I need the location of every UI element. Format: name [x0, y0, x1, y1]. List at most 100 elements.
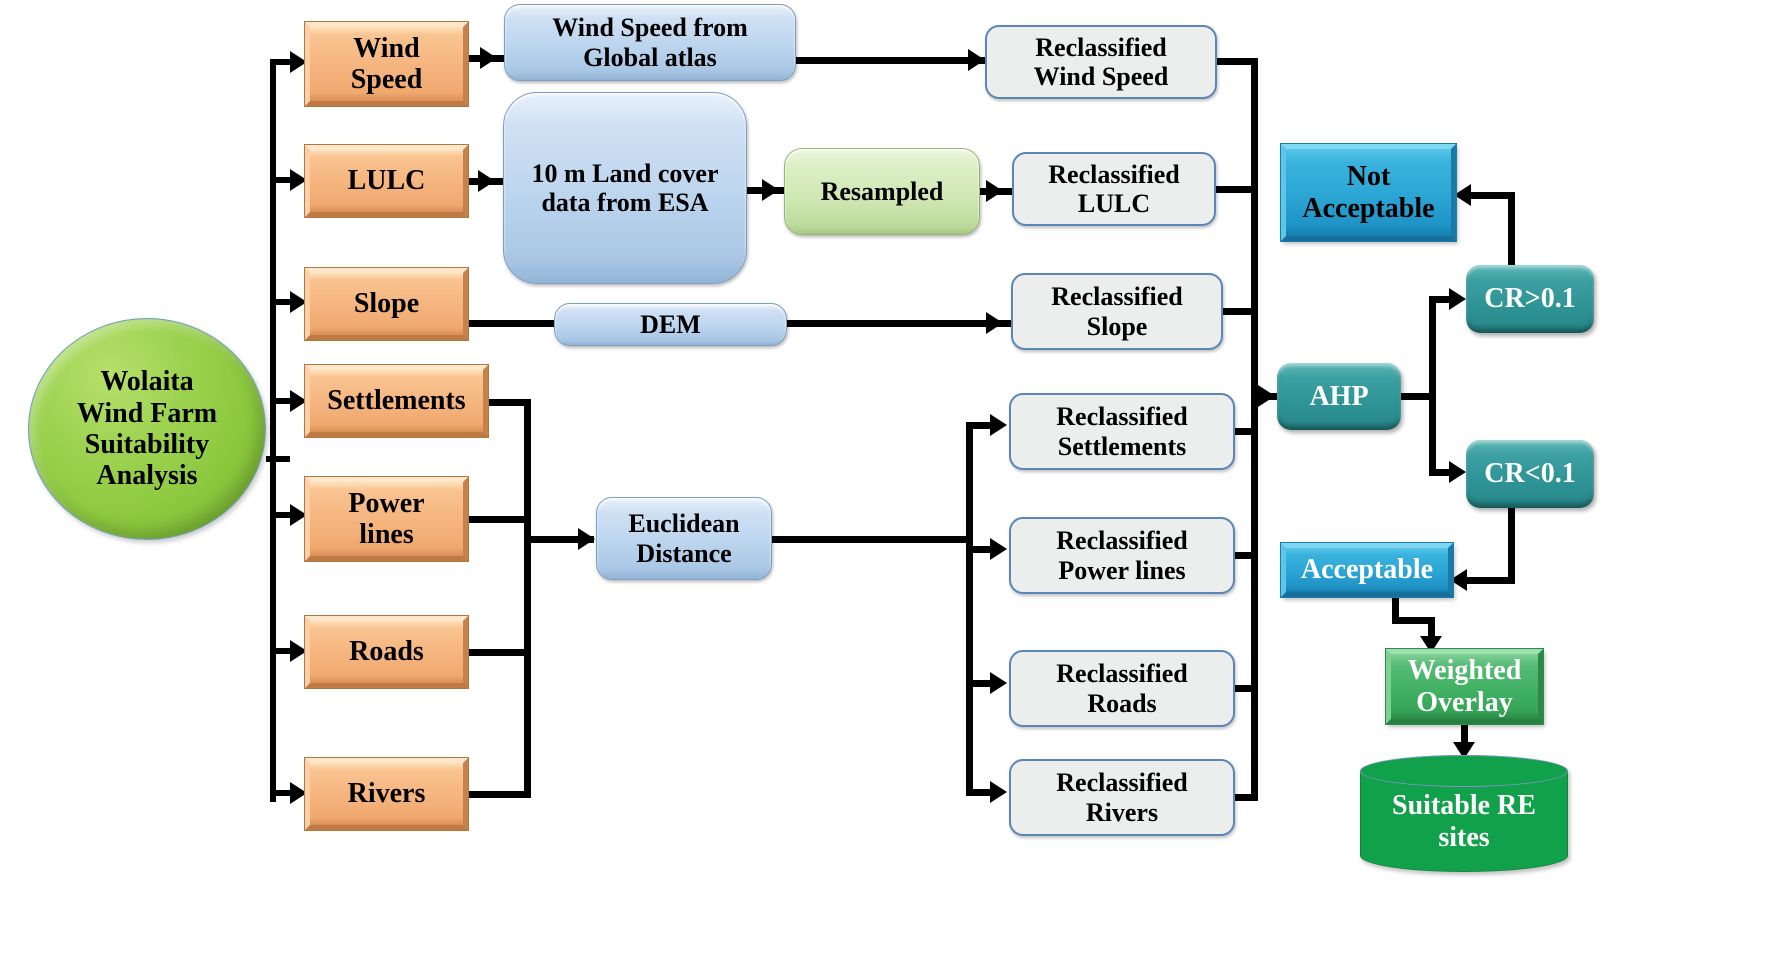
- connector-dist-to-reclassified-settlements: [966, 422, 996, 429]
- reclassified-node-wind-speed[interactable]: Reclassified Wind Speed: [985, 25, 1217, 99]
- connector-reclass-rivers-stub: [1235, 794, 1257, 801]
- process-label-resampled: Resampled: [820, 176, 944, 206]
- reclassified-node-rivers[interactable]: Reclassified Rivers: [1009, 759, 1235, 836]
- connector-cr-high-to-not-acceptable: [1470, 192, 1515, 199]
- source-node-esa-landcover[interactable]: 10 m Land cover data from ESA: [503, 92, 747, 284]
- reclassified-label-slope: Reclassified Slope: [1051, 282, 1183, 341]
- result-node-acceptable[interactable]: Acceptable: [1281, 543, 1453, 597]
- criteria-label-power-lines: Power lines: [348, 487, 425, 550]
- connector-atlas-to-reclassified-wind-speed: [796, 57, 996, 64]
- output-node-suitable-re-sites[interactable]: Suitable RE sites: [1360, 755, 1568, 872]
- connector-dist-to-reclassified-roads: [966, 680, 996, 687]
- connector-bus-to-lulc: [270, 177, 292, 183]
- reclassified-node-slope[interactable]: Reclassified Slope: [1011, 273, 1223, 350]
- criteria-node-settlements[interactable]: Settlements: [305, 365, 488, 437]
- reclassified-node-lulc[interactable]: Reclassified LULC: [1012, 152, 1216, 226]
- source-label-wind-atlas: Wind Speed from Global atlas: [552, 13, 748, 72]
- connector-acceptable-to-overlay: [1428, 617, 1435, 641]
- criteria-label-roads: Roads: [349, 636, 424, 668]
- connector-goal-stub: [266, 456, 290, 462]
- arrowhead-to-ahp: [1258, 385, 1275, 407]
- connector-bus-to-rivers: [270, 790, 292, 796]
- reclassified-label-rivers: Reclassified Rivers: [1056, 768, 1188, 827]
- arrowhead-to-reclassified-lulc: [986, 180, 1003, 202]
- connector-euclid-collector-to-box: [524, 536, 594, 543]
- source-node-wind-atlas[interactable]: Wind Speed from Global atlas: [504, 4, 796, 81]
- connector-acceptable-across: [1392, 617, 1435, 624]
- result-label-not-acceptable: Not Acceptable: [1302, 161, 1435, 224]
- arrowhead-to-wind-speed: [290, 51, 307, 73]
- arrowhead-to-rivers: [290, 782, 307, 804]
- criteria-label-wind-speed: Wind Speed: [350, 32, 423, 95]
- connector-cr-low-to-acceptable: [1466, 577, 1515, 584]
- reclassified-label-wind-speed: Reclassified Wind Speed: [1033, 32, 1169, 91]
- reclassified-node-settlements[interactable]: Reclassified Settlements: [1009, 393, 1235, 470]
- arrowhead-to-resampled: [762, 179, 779, 201]
- connector-bus-to-power-lines: [270, 512, 292, 518]
- result-node-not-acceptable[interactable]: Not Acceptable: [1281, 144, 1456, 241]
- arrowhead-to-acceptable: [1450, 569, 1467, 591]
- reclassified-label-roads: Reclassified Roads: [1056, 659, 1188, 718]
- arrowhead-to-reclassified-slope: [986, 312, 1003, 334]
- decision-node-ahp[interactable]: AHP: [1277, 363, 1401, 430]
- connector-cr-high-up: [1508, 192, 1515, 268]
- reclassified-label-settlements: Reclassified Settlements: [1056, 402, 1188, 461]
- connector-cr-low-down: [1508, 505, 1515, 583]
- arrowhead-to-slope: [290, 291, 307, 313]
- source-node-dem[interactable]: DEM: [554, 303, 787, 346]
- connector-euclid-collector-bus: [524, 399, 531, 798]
- output-label-suitable-re-sites: Suitable RE sites: [1392, 790, 1536, 853]
- connector-ahp-stub: [1401, 393, 1435, 400]
- arrowhead-to-cr-low: [1449, 461, 1466, 483]
- connector-power-lines-to-euclid: [468, 516, 530, 523]
- connector-reclass-wind-speed-stub: [1217, 58, 1257, 65]
- goal-label: Wolaita Wind Farm Suitability Analysis: [76, 366, 218, 492]
- connector-cr-split-bus: [1429, 296, 1436, 476]
- connector-ahp-collector-bus: [1251, 58, 1258, 801]
- criteria-node-rivers[interactable]: Rivers: [305, 758, 468, 830]
- output-label-weighted-overlay: Weighted Overlay: [1407, 655, 1522, 718]
- connector-dem-to-reclassified-slope: [787, 320, 1013, 327]
- connector-euclid-to-distribution: [772, 536, 972, 543]
- source-label-esa-landcover: 10 m Land cover data from ESA: [531, 158, 719, 217]
- process-node-resampled[interactable]: Resampled: [784, 148, 980, 235]
- reclassified-node-roads[interactable]: Reclassified Roads: [1009, 650, 1235, 727]
- arrowhead-to-reclassified-wind-speed: [968, 49, 985, 71]
- arrowhead-to-power-lines: [290, 504, 307, 526]
- criteria-label-lulc: LULC: [347, 165, 426, 197]
- reclassified-node-power-lines[interactable]: Reclassified Power lines: [1009, 517, 1235, 594]
- decision-node-cr-low[interactable]: CR<0.1: [1466, 440, 1594, 508]
- process-label-euclidean-distance: Euclidean Distance: [628, 509, 740, 568]
- criteria-node-slope[interactable]: Slope: [305, 268, 468, 340]
- connector-slope-to-dem: [468, 320, 558, 327]
- connector-acceptable-down: [1392, 596, 1399, 623]
- connector-split-to-cr-high: [1429, 296, 1455, 303]
- output-node-weighted-overlay[interactable]: Weighted Overlay: [1386, 649, 1543, 724]
- criteria-node-roads[interactable]: Roads: [305, 616, 468, 688]
- criteria-node-lulc[interactable]: LULC: [305, 145, 468, 217]
- connector-dist-to-reclassified-power-lines: [966, 546, 996, 553]
- connector-bus-to-roads: [270, 648, 292, 654]
- connector-reclass-lulc-stub: [1216, 186, 1257, 193]
- decision-node-cr-high[interactable]: CR>0.1: [1466, 265, 1594, 333]
- criteria-label-slope: Slope: [353, 288, 420, 320]
- connector-bus-to-wind-speed: [270, 59, 292, 65]
- connector-overlay-to-sites: [1461, 724, 1468, 750]
- criteria-label-settlements: Settlements: [327, 385, 466, 417]
- connector-roads-to-euclid: [468, 649, 530, 656]
- arrowhead-to-esa-landcover: [478, 170, 495, 192]
- connector-bus-to-settlements: [270, 398, 292, 404]
- goal-node-wolaita-wind-farm-suitability-analysis[interactable]: Wolaita Wind Farm Suitability Analysis: [28, 318, 266, 540]
- connector-settlements-to-euclid: [488, 399, 530, 406]
- connector-bus-to-slope: [270, 299, 292, 305]
- connector-criteria-bus: [270, 62, 276, 802]
- process-node-euclidean-distance[interactable]: Euclidean Distance: [596, 497, 772, 580]
- criteria-node-power-lines[interactable]: Power lines: [305, 477, 468, 561]
- decision-label-cr-high: CR>0.1: [1484, 283, 1576, 315]
- arrowhead-to-roads: [290, 640, 307, 662]
- arrowhead-to-reclassified-roads: [990, 672, 1007, 694]
- connector-reclass-power-lines-stub: [1235, 552, 1257, 559]
- arrowhead-to-reclassified-rivers: [990, 781, 1007, 803]
- criteria-node-wind-speed[interactable]: Wind Speed: [305, 22, 468, 106]
